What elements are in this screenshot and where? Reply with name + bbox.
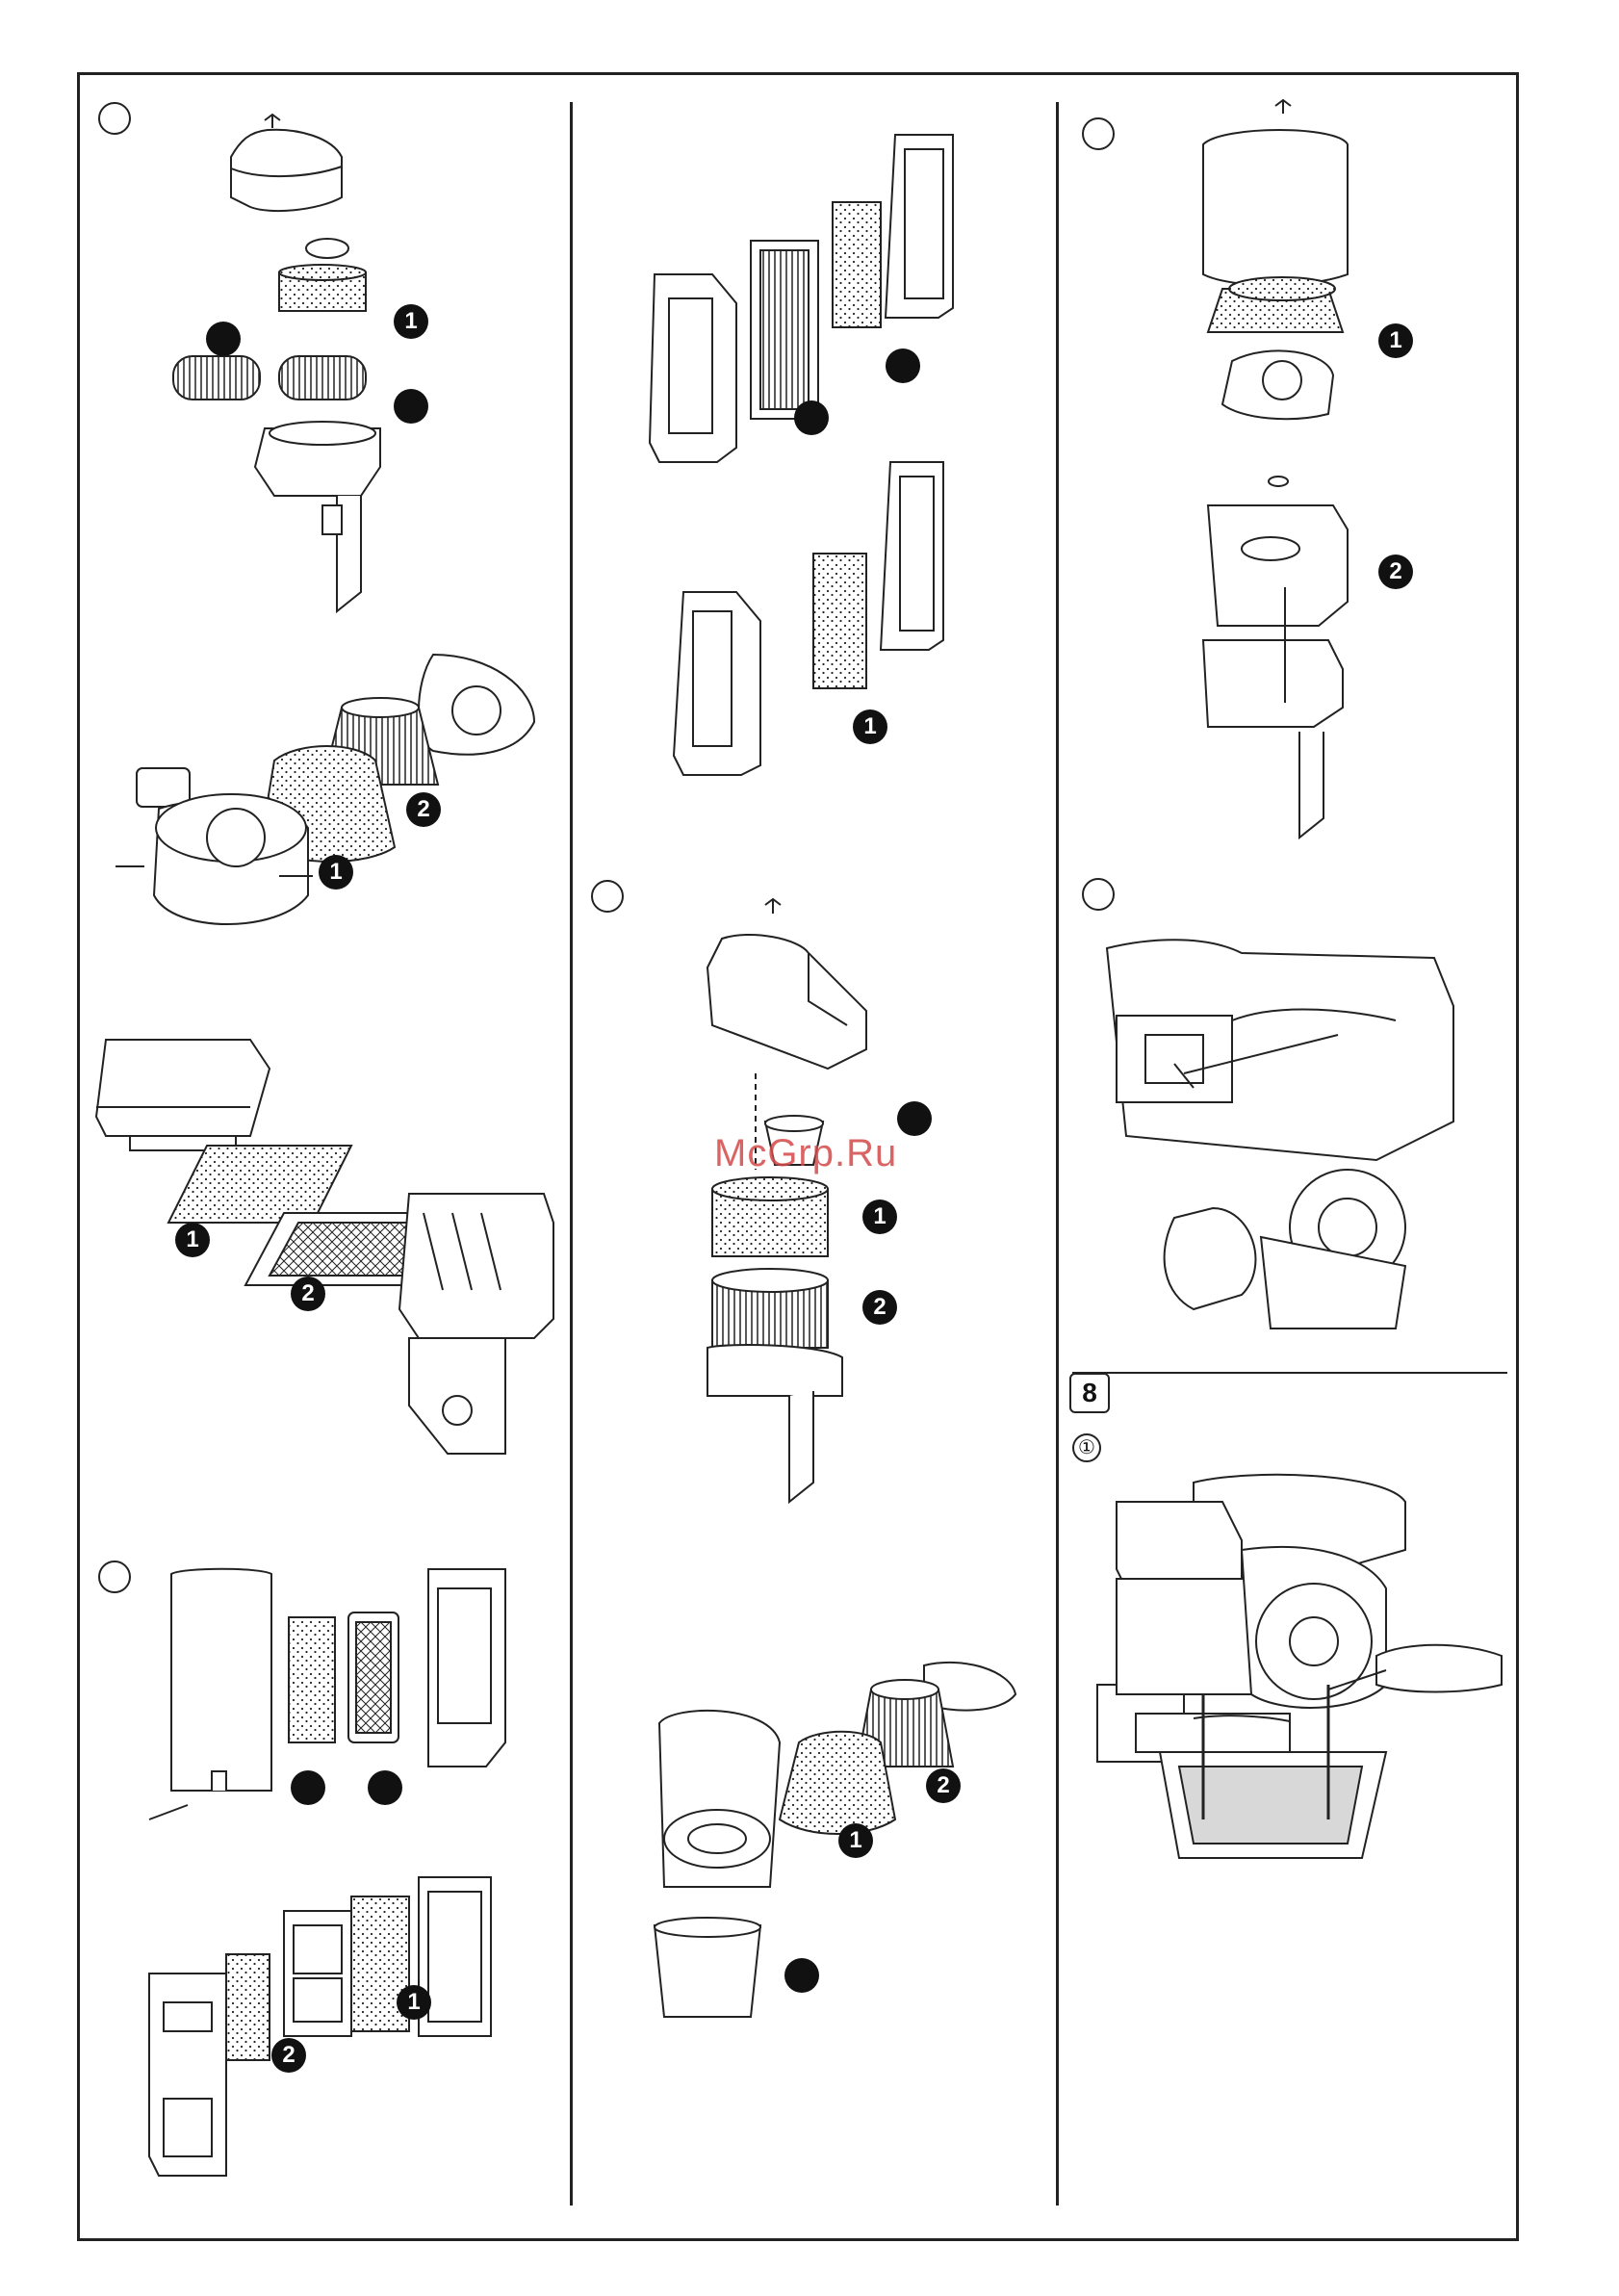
semi-dry-air-cleaner-diagram	[144, 1560, 529, 2176]
panel-air-cleaner-diagram	[635, 130, 991, 765]
engine-oil-drain-illustration	[1097, 1463, 1502, 1868]
callout-blank	[368, 1770, 402, 1805]
wrench-hand-illustration	[1088, 929, 1473, 1329]
callout-blank	[794, 400, 829, 435]
step-number-box: 8	[1069, 1373, 1110, 1413]
callout-blank	[291, 1770, 325, 1805]
section-marker-b	[1082, 117, 1115, 150]
callout-1: 1	[853, 709, 887, 744]
callout-2: 2	[862, 1290, 897, 1325]
callout-1: 1	[862, 1200, 897, 1234]
callout-2: 2	[926, 1768, 961, 1803]
sub-step-marker: ①	[1072, 1433, 1101, 1462]
callout-1: 1	[319, 855, 353, 890]
callout-blank	[784, 1958, 819, 1993]
column-divider-1	[570, 102, 573, 2206]
callout-blank	[394, 389, 428, 424]
callout-blank	[886, 348, 920, 383]
callout-2: 2	[1378, 555, 1413, 589]
callout-2: 2	[291, 1277, 325, 1311]
watermark: McGrp.Ru	[714, 1132, 897, 1175]
cyclone-air-cleaner-diagram	[116, 645, 539, 934]
callout-2: 2	[406, 792, 441, 827]
callout-1: 1	[1378, 323, 1413, 358]
section-marker-a	[98, 102, 131, 135]
panel-divider	[1072, 1372, 1507, 1374]
cyclone-oil-bath-diagram	[635, 1656, 1020, 2022]
low-profile-air-cleaner-diagram	[1194, 96, 1367, 847]
callout-2: 2	[271, 2038, 306, 2073]
callout-blank	[897, 1101, 932, 1136]
callout-blank	[206, 322, 241, 356]
callout-1: 1	[838, 1823, 873, 1858]
oil-bath-air-cleaner-diagram	[693, 900, 866, 1516]
section-marker-c	[591, 880, 624, 913]
section-marker-e	[98, 1561, 131, 1593]
callout-1: 1	[394, 304, 428, 339]
dual-element-air-cleaner-diagram	[91, 1030, 553, 1463]
column-divider-2	[1056, 102, 1059, 2206]
callout-1: 1	[175, 1223, 210, 1257]
callout-1: 1	[397, 1985, 431, 2020]
section-marker-d	[1082, 878, 1115, 911]
air-cleaner-diagram	[154, 111, 404, 631]
